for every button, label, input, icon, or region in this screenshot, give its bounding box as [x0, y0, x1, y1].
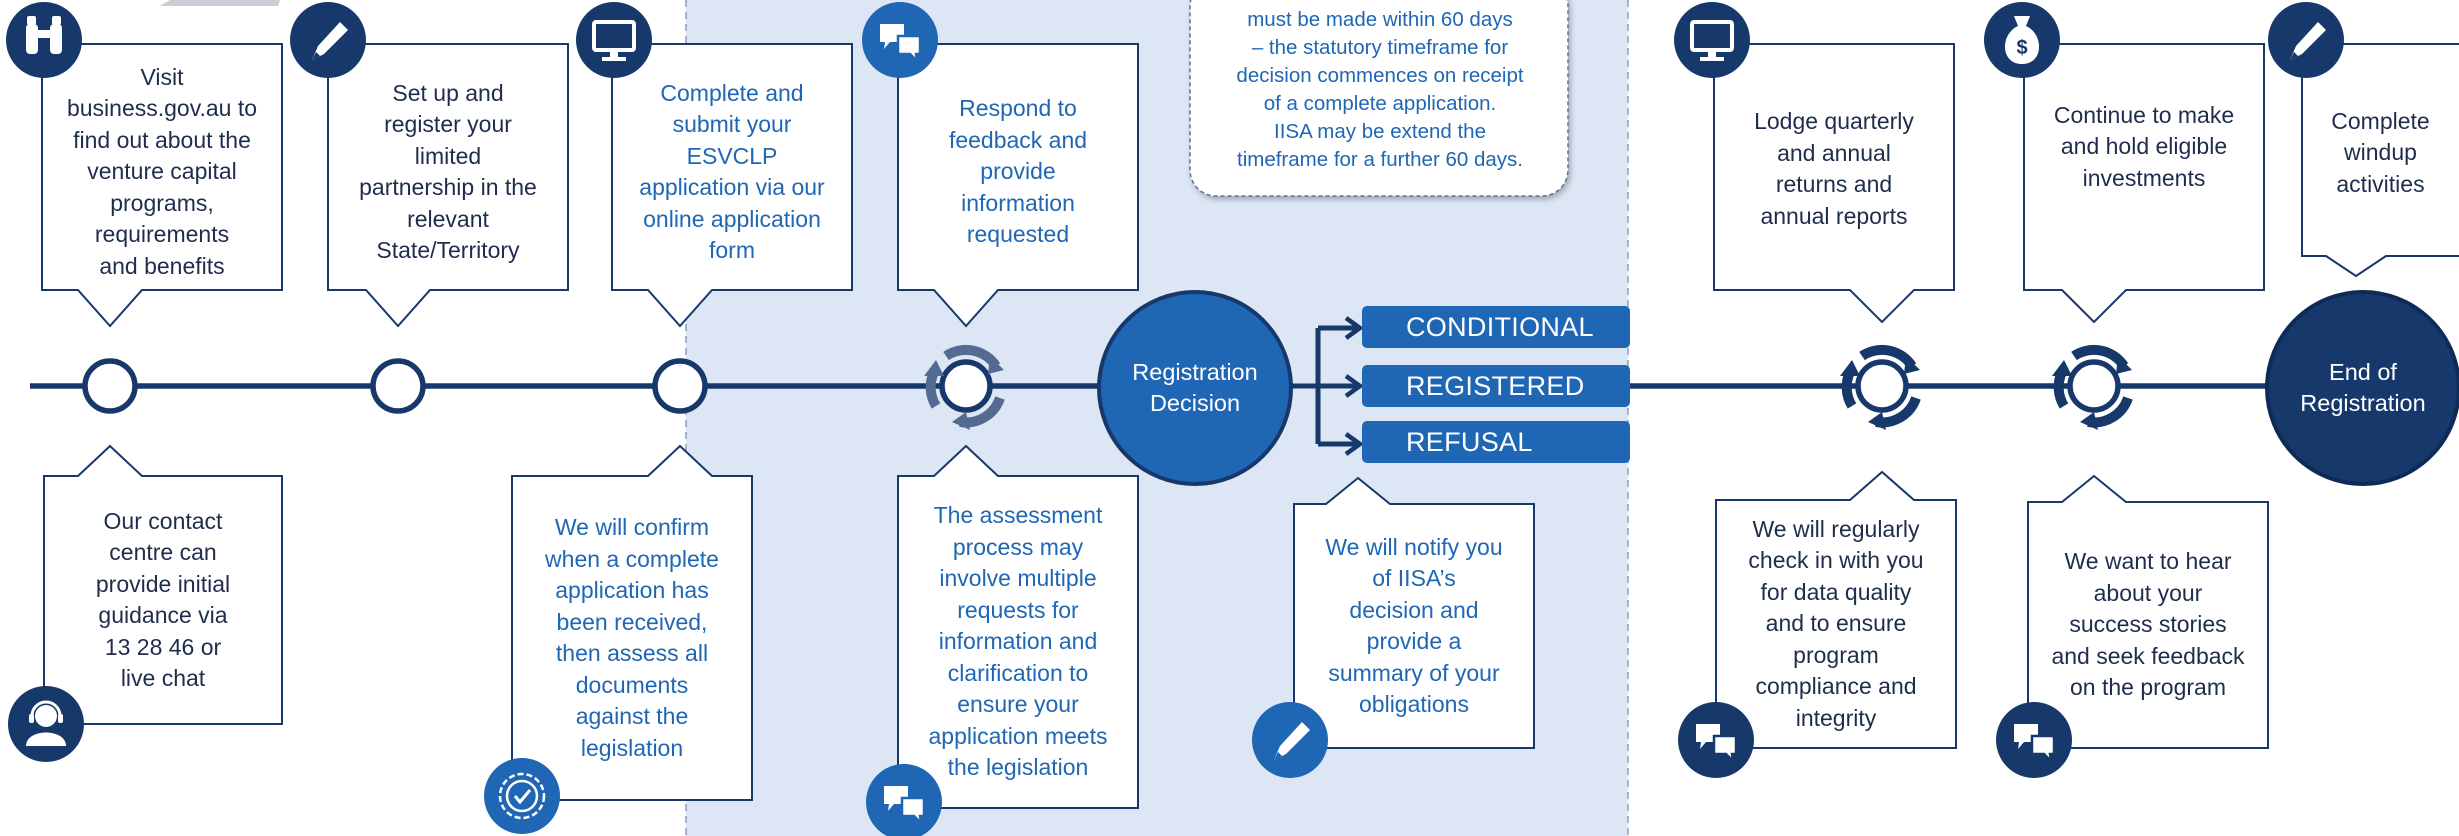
step-lodge-text: Lodge quarterly and annual returns and a…: [1754, 108, 1914, 229]
milestone-node-2: [370, 358, 426, 414]
arrow-head-conditional: [1344, 316, 1364, 340]
end-of-registration-node: [2265, 290, 2459, 486]
registration-decision-node: [1097, 290, 1293, 486]
callout-box-checkin: [1715, 470, 1957, 749]
cycle-node-invest: [2052, 344, 2133, 430]
pen-icon: [2268, 2, 2344, 78]
pen-icon: [1252, 702, 1328, 778]
arrow-head-refusal: [1344, 432, 1364, 456]
step-notify-text: We will notify you of IISA’s decision an…: [1325, 533, 1503, 718]
step-invest-text: Continue to make and hold eligible inves…: [2053, 101, 2235, 191]
money-bag-icon: $: [1984, 2, 2060, 78]
step-windup-text: Complete windup activities: [2331, 107, 2430, 197]
callout-box-lodge: [1713, 43, 1955, 324]
callout-box-notify: [1293, 476, 1535, 749]
chat-icon: [862, 2, 938, 78]
callout-box-setup: [327, 43, 569, 328]
cycle-node-assessment: [924, 344, 1005, 430]
cycle-node-lodge: [1840, 344, 1921, 430]
decision-branch-connector: [1290, 325, 1356, 447]
svg-text:$: $: [2016, 37, 2027, 59]
step-setup-text: Set up and register your limited partner…: [359, 79, 537, 264]
step-assessment-text: The assessment process may involve multi…: [928, 502, 1108, 781]
monitor-icon: [1674, 2, 1750, 78]
headset-user-icon: [8, 686, 84, 762]
arrow-head-registered: [1344, 374, 1364, 398]
outcome-conditional: CONDITIONAL: [1362, 306, 1630, 348]
pen-icon: [290, 2, 366, 78]
callout-box-respond: [897, 43, 1139, 328]
step-confirm-text: We will confirm when a complete applicat…: [545, 514, 719, 761]
step-checkin-text: We will regularly check in with you for …: [1748, 515, 1924, 731]
binoculars-icon: [6, 2, 82, 78]
callout-box-submit: [611, 43, 853, 328]
cutoff-shape: [160, 0, 280, 6]
chat-icon: [1996, 702, 2072, 778]
outcome-refusal: REFUSAL: [1362, 421, 1630, 463]
step-submit-text: Complete and submit your ESVCLP applicat…: [639, 79, 825, 264]
end-of-registration-label: End of Registration: [2300, 359, 2426, 416]
callout-box-visit: [41, 43, 283, 328]
milestone-node-1: [82, 358, 138, 414]
timeframe-note-box: [1189, 0, 1569, 197]
chat-icon: [1678, 702, 1754, 778]
registration-decision-label: Registration Decision: [1132, 359, 1258, 416]
step-visit-text: Visit business.gov.au to find out about …: [66, 63, 258, 279]
callout-box-invest: [2023, 43, 2265, 324]
outcome-registered: REGISTERED: [1362, 365, 1630, 407]
milestone-node-3: [652, 358, 708, 414]
timeframe-note-text: must be made within 60 days – the statut…: [1236, 8, 1524, 171]
step-contact-text: Our contact centre can provide initial g…: [95, 507, 231, 692]
certificate-seal-icon: [484, 758, 560, 834]
step-respond-text: Respond to feedback and provide informat…: [948, 95, 1088, 248]
monitor-icon: [576, 2, 652, 78]
chat-icon: [866, 764, 942, 836]
step-hear-text: We want to hear about your success stori…: [2051, 548, 2245, 701]
